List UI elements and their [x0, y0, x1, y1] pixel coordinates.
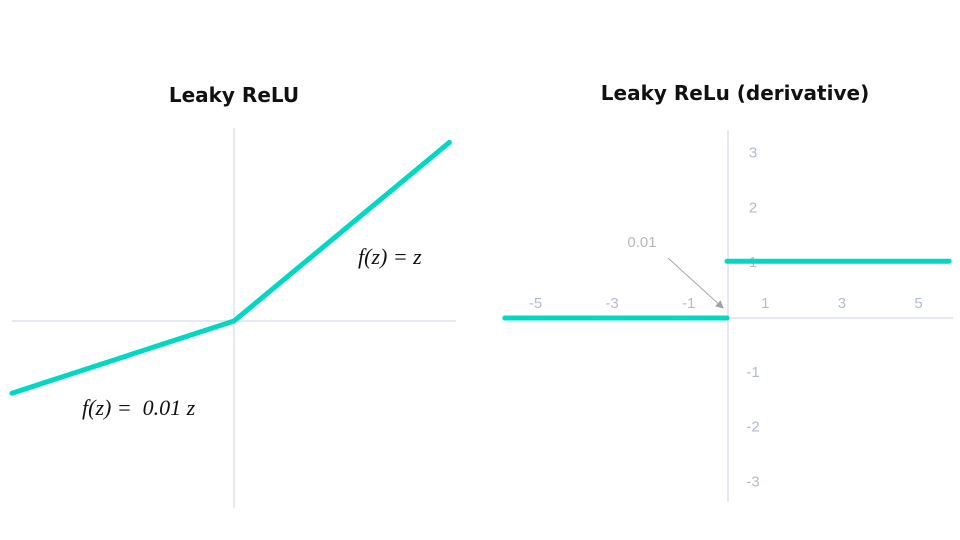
x-tick-label: -3 [605, 295, 618, 312]
x-tick-label: -1 [682, 295, 695, 312]
formula-negative: f(z) = 0.01 z [82, 395, 196, 420]
right-chart-title: Leaky ReLu (derivative) [601, 81, 869, 105]
left-chart-title: Leaky ReLU [169, 83, 299, 107]
y-tick-label: -1 [746, 364, 759, 381]
y-tick-label: 2 [749, 199, 757, 216]
x-tick-label: 3 [838, 295, 846, 312]
annotation-label: 0.01 [627, 234, 656, 251]
y-tick-label: 3 [749, 145, 757, 162]
annotation-arrow [667, 257, 724, 309]
formula-positive: f(z) = z [358, 244, 422, 269]
y-tick-label: -3 [746, 473, 759, 490]
x-tick-label: 1 [761, 295, 769, 312]
x-tick-label: -5 [529, 295, 542, 312]
x-tick-label: 5 [914, 295, 922, 312]
leaky-relu-line [9, 139, 452, 396]
y-tick-label: -2 [746, 419, 759, 436]
leaky-relu-chart: Leaky ReLU f(z) = z f(z) = 0.01 z [9, 83, 456, 508]
